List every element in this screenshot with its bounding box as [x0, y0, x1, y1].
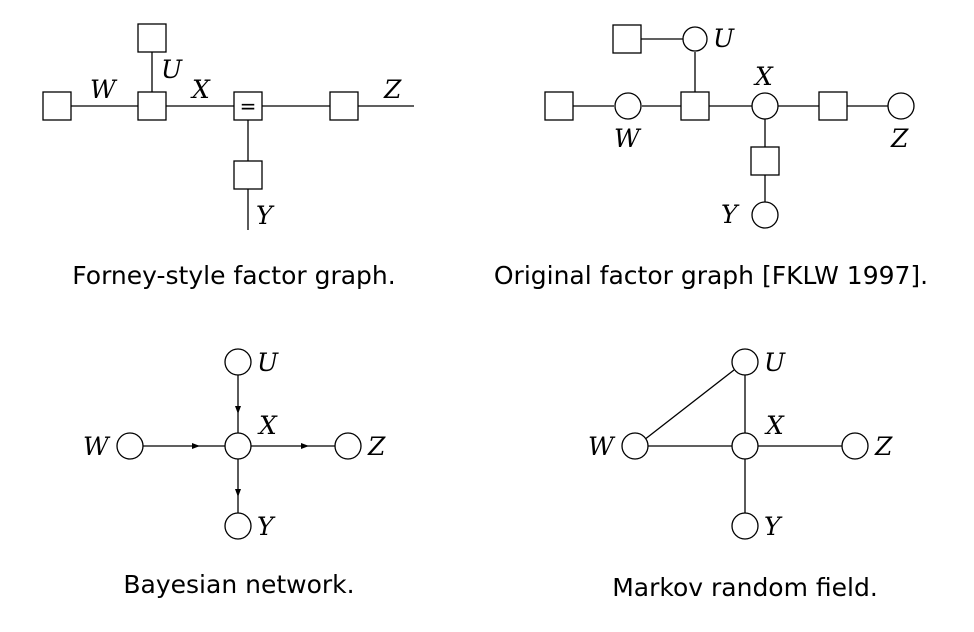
variable-node-y — [751, 201, 779, 229]
label-W: W — [90, 75, 118, 104]
label-X: X — [764, 411, 785, 440]
label-Z: Z — [874, 432, 893, 461]
label-X: X — [257, 411, 278, 440]
label-Y: Y — [256, 201, 275, 230]
markov-random-field-panel: U X W Z Y Markov random field. — [588, 348, 893, 602]
node-z — [841, 432, 869, 460]
label-W: W — [83, 432, 111, 461]
node-y — [224, 512, 252, 540]
label-Y: Y — [764, 512, 783, 541]
caption-forney: Forney-style factor graph. — [72, 261, 395, 290]
node-u — [224, 348, 252, 376]
node-y — [731, 512, 759, 540]
label-Z: Z — [890, 124, 909, 153]
label-Y: Y — [257, 512, 276, 541]
label-U: U — [257, 348, 279, 377]
variable-node-x — [751, 92, 779, 120]
node-z — [334, 432, 362, 460]
bayesian-network-panel: U X W Z Y Bayesian network. — [83, 348, 386, 599]
factor-node-right — [818, 91, 848, 121]
label-U: U — [713, 24, 735, 53]
caption-markov: Markov random field. — [612, 573, 878, 602]
label-W: W — [588, 432, 616, 461]
node-u — [731, 348, 759, 376]
factor-node-center — [680, 91, 710, 121]
variable-node-z — [887, 92, 915, 120]
label-Z: Z — [383, 75, 402, 104]
caption-original: Original factor graph [FKLW 1997]. — [494, 261, 928, 290]
factor-node-u — [137, 23, 167, 53]
equality-symbol: = — [240, 94, 257, 118]
factor-node-bottom — [750, 146, 780, 176]
factor-node-center — [137, 91, 167, 121]
label-X: X — [190, 75, 211, 104]
variable-node-u — [682, 26, 708, 52]
label-U: U — [161, 55, 183, 84]
node-x — [731, 432, 759, 460]
label-W: W — [614, 124, 642, 153]
equality-node — [233, 91, 263, 121]
factor-node-left — [544, 91, 574, 121]
node-x — [224, 432, 252, 460]
node-w — [621, 432, 649, 460]
label-U: U — [764, 348, 786, 377]
factor-node-y — [233, 160, 263, 190]
variable-node-w — [614, 92, 642, 120]
forney-factor-graph-panel: = W U X Z Y Forney-style factor graph. — [42, 23, 414, 290]
label-X: X — [753, 62, 774, 91]
factor-node-top — [612, 24, 642, 54]
label-Z: Z — [367, 432, 386, 461]
node-w — [116, 432, 144, 460]
label-Y: Y — [721, 200, 740, 229]
factor-node-z — [329, 91, 359, 121]
caption-bayesian: Bayesian network. — [123, 570, 354, 599]
edge-w-u — [643, 369, 735, 441]
factor-node-w — [42, 91, 72, 121]
original-factor-graph-panel: U X W Z Y Original factor graph [FKLW 19… — [494, 24, 928, 290]
